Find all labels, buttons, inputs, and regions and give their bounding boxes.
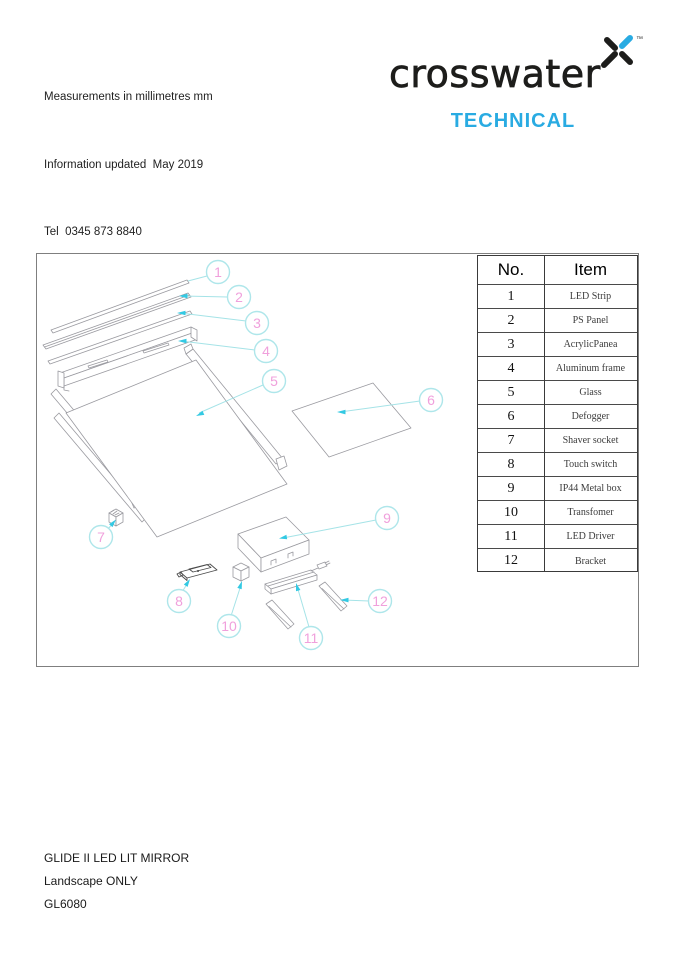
row-no: 3 xyxy=(507,336,515,352)
row-item: IP44 Metal box xyxy=(559,483,622,494)
trademark-symbol: ™ xyxy=(636,36,643,43)
info-block: Measurements in millimetres mm Informati… xyxy=(44,41,213,289)
svg-text:4: 4 xyxy=(262,343,270,359)
callout-9: 9 xyxy=(374,505,400,531)
table-row: 3 AcrylicPanea xyxy=(478,333,637,357)
part-led-strip xyxy=(50,279,190,334)
part-glass xyxy=(65,359,288,538)
row-no: 10 xyxy=(504,504,518,520)
row-no: 2 xyxy=(507,312,515,328)
row-no: 12 xyxy=(504,553,518,568)
callout-4: 4 xyxy=(253,338,279,364)
row-no: 9 xyxy=(507,480,515,496)
product-code: GL6080 xyxy=(44,897,87,911)
callout-11: 11 xyxy=(298,625,324,651)
callout-leader-lines xyxy=(107,275,421,628)
row-no: 8 xyxy=(507,456,515,472)
row-item: PS Panel xyxy=(572,315,609,326)
part-aluminum-frame-bar xyxy=(57,326,198,392)
table-row: 6 Defogger xyxy=(478,405,637,429)
callout-3: 3 xyxy=(244,310,270,336)
svg-text:6: 6 xyxy=(427,392,435,408)
row-no: 4 xyxy=(507,360,515,376)
crosswater-x-icon xyxy=(601,35,633,68)
part-transformer xyxy=(232,562,250,582)
table-header-no: No. xyxy=(497,260,525,279)
svg-text:12: 12 xyxy=(372,593,388,609)
part-ip44-metal-box xyxy=(237,516,310,573)
table-header-item: Item xyxy=(573,260,608,279)
callout-5: 5 xyxy=(261,368,287,394)
info-measurements: Measurements in millimetres mm xyxy=(44,91,213,103)
info-tel: Tel 0345 873 8840 xyxy=(44,226,142,238)
svg-text:5: 5 xyxy=(270,373,278,389)
callout-8: 8 xyxy=(166,588,192,614)
row-no: 5 xyxy=(507,384,515,400)
callout-6: 6 xyxy=(418,387,444,413)
row-item: Bracket xyxy=(574,555,607,567)
table-row: 10 Transfomer xyxy=(478,501,637,525)
callout-arrows xyxy=(109,293,349,603)
part-frame-right-rail xyxy=(183,343,288,471)
row-item: Aluminum frame xyxy=(555,363,626,374)
svg-text:8: 8 xyxy=(175,593,183,609)
part-bracket-left xyxy=(265,599,295,630)
svg-text:2: 2 xyxy=(235,289,243,305)
table-row: 4 Aluminum frame xyxy=(478,357,637,381)
row-item: Transfomer xyxy=(567,507,614,518)
part-ps-panel xyxy=(42,292,192,350)
table-column-divider xyxy=(544,256,545,571)
part-bracket-right xyxy=(318,581,348,612)
drawing-frame xyxy=(36,253,639,667)
row-item: Shaver socket xyxy=(562,435,619,446)
footer-block: GLIDE II LED LIT MIRROR Landscape ONLY G… xyxy=(44,847,189,916)
table-row: 12 Bracket xyxy=(478,549,637,573)
row-no: 1 xyxy=(507,288,515,304)
table-row: 2 PS Panel xyxy=(478,309,637,333)
row-item: Glass xyxy=(579,387,602,398)
orientation-note: Landscape ONLY xyxy=(44,874,138,888)
table-row: 7 Shaver socket xyxy=(478,429,637,453)
crosswater-logo-text: crosswater xyxy=(389,52,601,97)
table-header-row: No. Item xyxy=(478,256,637,285)
row-item: LED Strip xyxy=(569,291,612,302)
table-row: 8 Touch switch xyxy=(478,453,637,477)
callout-1: 1 xyxy=(205,259,231,285)
callout-2: 2 xyxy=(226,284,252,310)
callout-7: 7 xyxy=(88,524,114,550)
part-led-driver xyxy=(264,560,331,595)
svg-text:9: 9 xyxy=(383,510,391,526)
svg-text:10: 10 xyxy=(221,618,237,634)
table-row: 11 LED Driver xyxy=(478,525,637,549)
svg-text:3: 3 xyxy=(253,315,261,331)
row-item: Defogger xyxy=(571,411,610,422)
row-no: 6 xyxy=(507,408,515,424)
table-row: 1 LED Strip xyxy=(478,285,637,309)
technical-tagline: TECHNICAL xyxy=(450,110,576,132)
svg-text:11: 11 xyxy=(304,630,319,646)
callout-10: 10 xyxy=(216,613,242,639)
row-no: 7 xyxy=(507,432,515,448)
callout-12: 12 xyxy=(367,588,393,614)
part-defogger xyxy=(291,382,412,458)
product-title: GLIDE II LED LIT MIRROR xyxy=(44,851,190,865)
svg-text:7: 7 xyxy=(97,529,105,545)
part-touch-switch xyxy=(176,563,218,581)
table-row: 9 IP44 Metal box xyxy=(478,477,637,501)
info-updated: Information updated May 2019 xyxy=(44,158,204,171)
row-item: Touch switch xyxy=(563,459,618,470)
table-row: 5 Glass xyxy=(478,381,637,405)
row-item: LED Driver xyxy=(566,531,615,542)
svg-text:1: 1 xyxy=(214,264,222,280)
exploded-view-diagram: 1 2 3 4 5 6 7 8 xyxy=(42,259,444,651)
row-no: 11 xyxy=(504,528,518,544)
row-item: AcrylicPanea xyxy=(563,339,618,350)
parts-table: No. Item 1 LED Strip 2 PS Panel 3 Acryli… xyxy=(477,255,638,572)
